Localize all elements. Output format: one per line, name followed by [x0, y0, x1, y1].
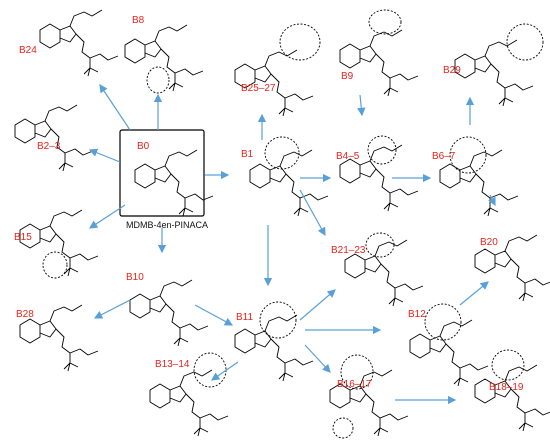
highlight-b12 — [424, 303, 462, 341]
molecule-b12 — [409, 319, 489, 387]
label-b18-19: B18–19 — [489, 382, 524, 393]
molecule-b15 — [19, 209, 99, 277]
label-b15: B15 — [14, 232, 32, 243]
label-b28: B28 — [16, 309, 34, 320]
highlight-b15 — [42, 251, 68, 279]
arrow-b0-b15 — [88, 204, 126, 229]
label-b2-3: B2–3 — [37, 141, 61, 152]
molecule-b1 — [249, 149, 329, 217]
label-b12: B12 — [408, 309, 426, 320]
highlight-b1 — [264, 136, 300, 170]
highlight-b4-5 — [367, 135, 397, 165]
highlight-b16-17 — [340, 354, 374, 390]
highlight-b9 — [368, 9, 402, 35]
arrow-b0-b2-3 — [88, 148, 121, 163]
molecule-b13-14 — [149, 369, 229, 437]
label-b25-27: B25–27 — [241, 83, 276, 94]
highlight-b8 — [146, 66, 170, 94]
molecule-b18-19 — [474, 364, 550, 432]
label-b24: B24 — [19, 45, 37, 56]
arrow-b11-b13-14 — [211, 361, 239, 381]
arrow-b1-b21-23 — [299, 189, 326, 237]
highlight-b13-14 — [193, 352, 227, 388]
label-b29: B29 — [443, 65, 461, 76]
label-b21-23: B21–23 — [331, 245, 366, 256]
arrow-b10-b11 — [194, 304, 234, 326]
arrow-b12-b20 — [459, 281, 489, 306]
label-b11: B11 — [236, 312, 253, 323]
highlight-b18-19 — [491, 349, 525, 381]
main-caption: MDMB-4en-PINACA — [126, 220, 208, 230]
label-b20: B20 — [480, 237, 498, 248]
label-b9: B9 — [341, 71, 354, 82]
arrow-b6-7-b20 — [488, 194, 496, 207]
label-b13-14: B13–14 — [155, 359, 190, 370]
label-b10: B10 — [126, 272, 144, 283]
arrow-b11-b21-23 — [299, 289, 336, 321]
label-b16-17: B16–17 — [337, 379, 372, 390]
label-b1: B1 — [241, 149, 254, 160]
molecule-b24 — [39, 9, 119, 77]
mdmb-4en-pinaca-box — [119, 129, 205, 217]
label-b0: B0 — [137, 141, 150, 152]
highlight-b29 — [506, 23, 544, 61]
highlight-b21-23 — [365, 232, 395, 258]
molecule-b10 — [129, 279, 209, 347]
molecule-b11 — [234, 314, 314, 382]
highlight-b25-27 — [279, 23, 321, 61]
highlight-b6-7 — [449, 136, 487, 174]
arrow-b4-5-b9 — [357, 94, 366, 117]
arrow-b11-b16-17 — [304, 344, 331, 373]
highlight-b11 — [259, 301, 297, 339]
molecule-b8 — [124, 24, 204, 92]
molecule-b29 — [454, 39, 534, 107]
label-b4-5: B4–5 — [336, 151, 360, 162]
molecule-b0 — [134, 149, 214, 217]
molecule-b2-3 — [14, 104, 94, 172]
label-b6-7: B6–7 — [432, 151, 456, 162]
molecule-b9 — [339, 29, 419, 97]
arrow-b0-b24 — [99, 84, 131, 131]
label-b8: B8 — [132, 15, 145, 26]
arrow-b10-b28 — [93, 299, 131, 319]
highlight-b16-17-b — [332, 417, 354, 439]
